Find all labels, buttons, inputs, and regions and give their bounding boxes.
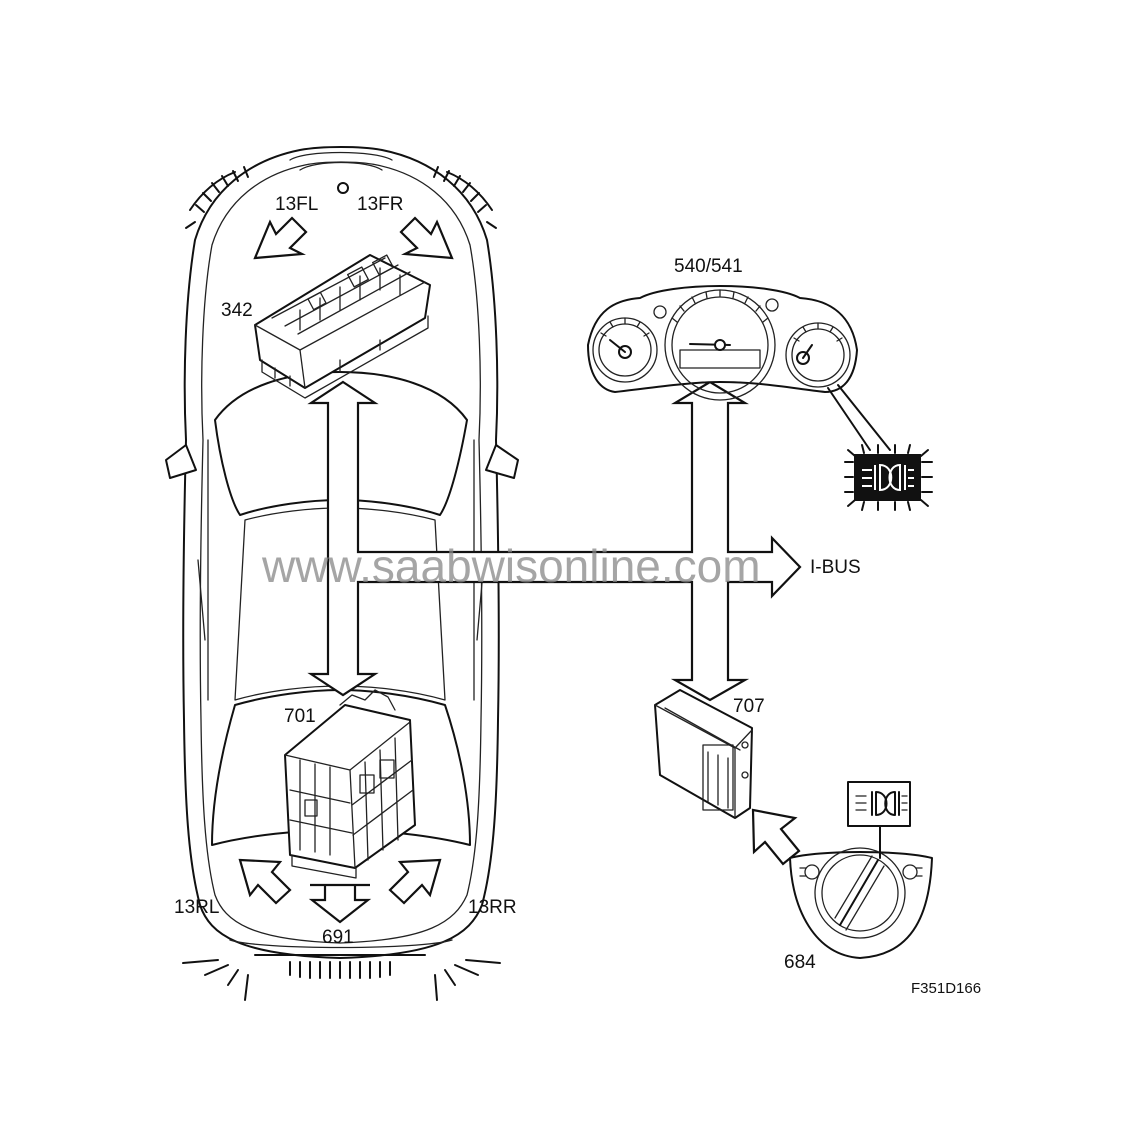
label-13fl: 13FL — [275, 194, 318, 215]
arrow-13rl — [238, 858, 292, 905]
watermark: www.saabwisonline.com — [261, 540, 761, 592]
rear-fuse-box — [284, 689, 416, 879]
arrow-13fr — [399, 216, 454, 260]
fog-light-symbol-icon — [847, 781, 911, 827]
front-left-lamp-rays — [185, 166, 249, 229]
label-13rr: 13RR — [468, 897, 517, 918]
label-540-541: 540/541 — [674, 256, 743, 277]
label-i-bus: I-BUS — [810, 557, 861, 578]
arrow-13fl — [253, 216, 308, 260]
label-707: 707 — [733, 696, 765, 717]
front-right-lamp-rays — [433, 166, 497, 229]
fog-light-indicator-icon — [844, 444, 933, 511]
figure-id: F351D166 — [911, 980, 981, 997]
arrow-684-to-707 — [751, 808, 801, 866]
front-fuse-box — [254, 254, 431, 399]
bus-arrow-main — [307, 380, 802, 702]
light-switch — [789, 825, 933, 959]
label-342: 342 — [221, 300, 253, 321]
label-684: 684 — [784, 952, 816, 973]
label-13rl: 13RL — [174, 897, 219, 918]
rear-lamp-rays — [182, 959, 501, 1001]
label-701: 701 — [284, 706, 316, 727]
light-control-module — [654, 689, 753, 819]
label-13fr: 13FR — [357, 194, 403, 215]
car-body — [165, 146, 519, 959]
label-691: 691 — [322, 927, 354, 948]
arrow-691 — [308, 883, 372, 924]
arrow-13rr — [388, 858, 442, 905]
instrument-cluster — [587, 285, 858, 401]
